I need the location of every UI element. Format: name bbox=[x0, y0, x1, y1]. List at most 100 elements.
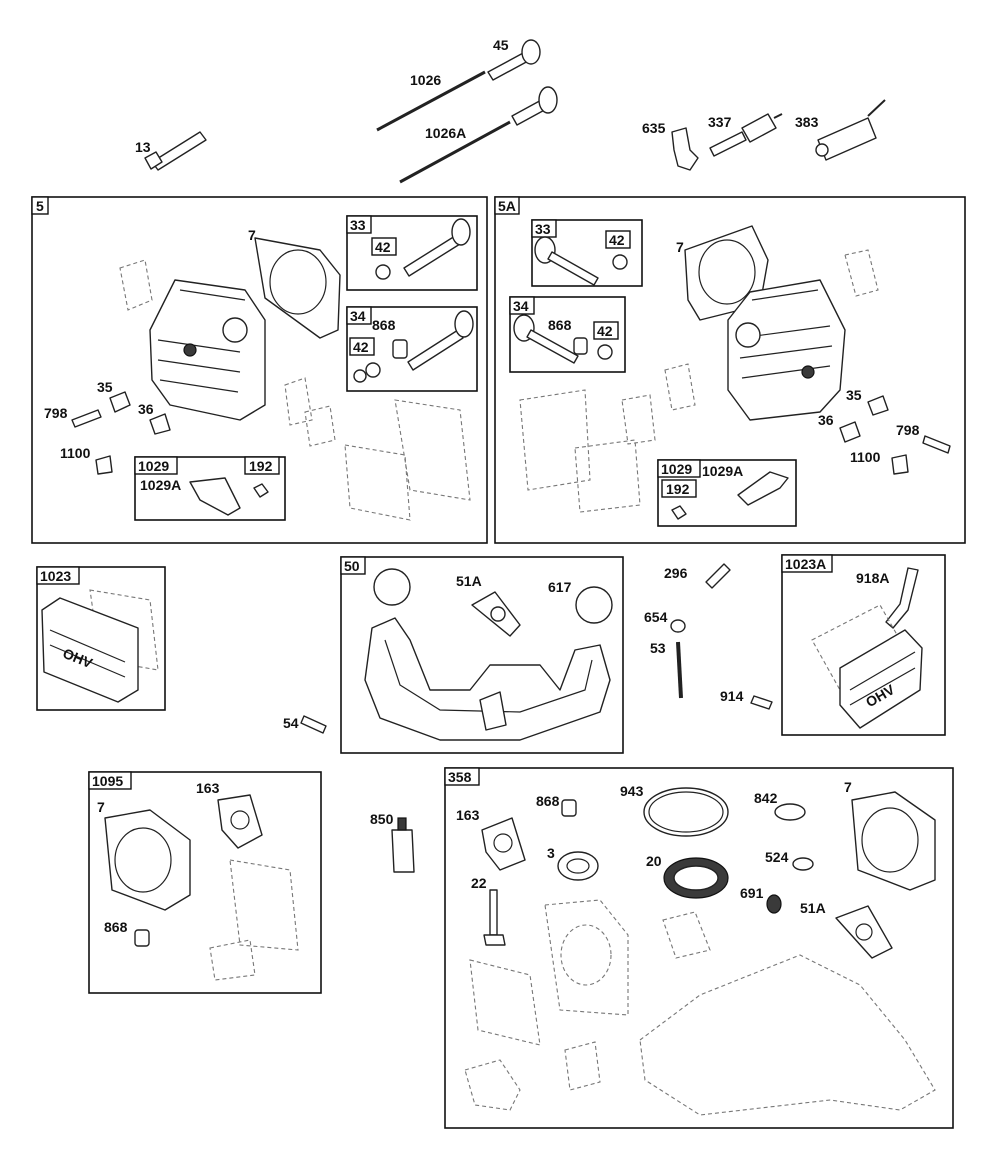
washer-654 bbox=[670, 619, 686, 633]
stud-53 bbox=[676, 641, 683, 699]
label-7-d: 7 bbox=[844, 779, 852, 795]
valve-kit-34-tag bbox=[346, 306, 372, 325]
label-617: 617 bbox=[548, 579, 572, 595]
valve-34-head bbox=[454, 310, 474, 338]
dashed-gasket-1023A bbox=[811, 604, 901, 691]
kit-1095-tag bbox=[88, 771, 132, 790]
pushrod-cap-45 bbox=[521, 39, 541, 65]
ignition-coil-lead-383 bbox=[867, 99, 886, 117]
retainer-42-a bbox=[375, 264, 391, 280]
bolt-54-group: 54 bbox=[283, 715, 327, 734]
label-868-b: 868 bbox=[548, 317, 572, 333]
label-45: 45 bbox=[493, 37, 509, 53]
ignition-coil-383-group: 383 bbox=[795, 99, 886, 161]
label-918A: 918A bbox=[856, 570, 889, 586]
dashed-gasket-5A-c bbox=[621, 394, 656, 445]
ignition-coil-terminal-383 bbox=[815, 143, 829, 157]
head-gasket-7-c-bore bbox=[114, 827, 172, 893]
spark-plug-337 bbox=[709, 131, 747, 157]
kit-1095-frame bbox=[88, 771, 322, 994]
dashed-gasket-358-d bbox=[564, 1041, 601, 1091]
label-1029A-a: 1029A bbox=[140, 477, 181, 493]
label-798-a: 798 bbox=[44, 405, 68, 421]
kit-50: 50 51A 617 bbox=[340, 556, 624, 754]
stud-53-group: 53 bbox=[650, 640, 683, 699]
cylinder-head-5A-plug-hole bbox=[801, 365, 815, 379]
nut-192-b bbox=[671, 505, 687, 520]
assembly-5A-frame bbox=[494, 196, 966, 544]
label-943: 943 bbox=[620, 783, 644, 799]
spark-plug-tip-337 bbox=[773, 113, 783, 119]
kit-358-frame bbox=[444, 767, 954, 1129]
label-1100-b: 1100 bbox=[850, 449, 881, 465]
valve-spring-35-a bbox=[109, 391, 131, 413]
bolt-54 bbox=[300, 715, 327, 734]
label-35-b: 35 bbox=[846, 387, 862, 403]
kit-50-tag-label: 50 bbox=[344, 558, 360, 574]
exhaust-gasket-51A-b-hole bbox=[855, 923, 873, 941]
label-524: 524 bbox=[765, 849, 789, 865]
label-1026A: 1026A bbox=[425, 125, 466, 141]
retainer-42-label-d: 42 bbox=[597, 323, 613, 339]
valve-kit-34b-tag bbox=[509, 296, 535, 315]
kit-1095-tag-label: 1095 bbox=[92, 773, 123, 789]
rocker-kit-1029-tag-label: 1029 bbox=[138, 458, 169, 474]
retainer-42-tag-c bbox=[605, 230, 631, 249]
part-296 bbox=[705, 563, 731, 589]
label-35-a: 35 bbox=[97, 379, 113, 395]
valve-33 bbox=[403, 235, 461, 277]
kit-358: 358 163 868 943 842 7 3 20 524 22 691 51… bbox=[444, 767, 954, 1129]
sealant-850-group: 850 bbox=[370, 811, 415, 873]
kit-1023A: 1023A 918A OHV bbox=[781, 554, 946, 736]
rocker-kit-1029-frame bbox=[134, 456, 286, 521]
valve-kit-34b-tag-label: 34 bbox=[513, 298, 529, 314]
dashed-gasket-5A-e bbox=[574, 439, 641, 513]
label-868-c: 868 bbox=[104, 919, 128, 935]
dashed-gasket-5A-a bbox=[844, 249, 879, 297]
sealant-cap-850 bbox=[397, 817, 407, 831]
pushrod-1026-group: 1026 bbox=[376, 70, 486, 132]
valve-guide-868-c bbox=[134, 929, 150, 947]
exhaust-gasket-617 bbox=[575, 586, 613, 624]
dashed-gasket-5-e bbox=[344, 444, 411, 521]
part-296-group: 296 bbox=[664, 563, 731, 589]
pushrod-45-group: 45 bbox=[487, 37, 541, 81]
label-868-d: 868 bbox=[536, 793, 560, 809]
o-ring-943 bbox=[643, 787, 729, 837]
assembly-5A-tag-label: 5A bbox=[498, 198, 516, 214]
dashed-gasket-5-b bbox=[284, 377, 313, 426]
rocker-kit-1029-tag bbox=[134, 456, 178, 475]
dashed-gasket-358-a-bore bbox=[560, 924, 612, 986]
kit-358-tag bbox=[444, 767, 480, 786]
label-13: 13 bbox=[135, 139, 151, 155]
bolt-13 bbox=[151, 131, 207, 171]
bolt-798-b bbox=[922, 435, 951, 454]
gasket-163-a-hole bbox=[230, 810, 250, 830]
label-383: 383 bbox=[795, 114, 819, 130]
kit-1023A-frame bbox=[781, 554, 946, 736]
label-914: 914 bbox=[720, 688, 744, 704]
label-163-b: 163 bbox=[456, 807, 480, 823]
retainer-42-tag-a bbox=[371, 237, 397, 256]
head-gasket-7-a-bore bbox=[269, 249, 327, 315]
valve-kit-33-tag bbox=[346, 215, 372, 234]
kit-50-frame bbox=[340, 556, 624, 754]
label-850: 850 bbox=[370, 811, 394, 827]
valve-kit-33b-frame bbox=[531, 219, 643, 287]
label-3: 3 bbox=[547, 845, 555, 861]
retainer-42-b bbox=[353, 369, 367, 383]
valve-kit-34b-frame bbox=[509, 296, 626, 373]
retainer-42-d bbox=[597, 344, 613, 360]
dashed-gasket-1095-b bbox=[209, 939, 256, 981]
dashed-gasket-5-a bbox=[119, 259, 153, 311]
valve-spring-36-b bbox=[839, 421, 861, 443]
spark-plug-337-group: 337 bbox=[708, 113, 783, 157]
label-296: 296 bbox=[664, 565, 688, 581]
kit-1023-tag-label: 1023 bbox=[40, 568, 71, 584]
bolt-22-head bbox=[483, 934, 506, 946]
label-691: 691 bbox=[740, 885, 764, 901]
assembly-5A: 5A 33 42 34 868 42 7 bbox=[494, 196, 966, 544]
valve-guide-868-a bbox=[392, 339, 408, 359]
spark-plug-boot-635-group: 635 bbox=[642, 120, 699, 171]
bolt-914-group: 914 bbox=[720, 688, 773, 710]
